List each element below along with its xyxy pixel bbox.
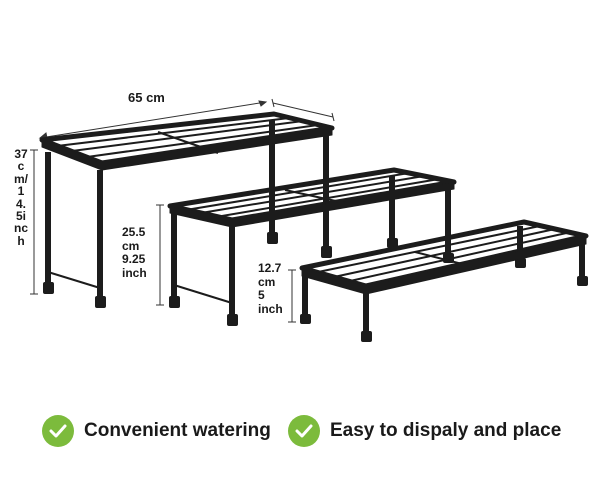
tall-tier [39, 111, 335, 308]
foot [43, 282, 54, 294]
slat [215, 178, 440, 218]
arrow-head [258, 100, 268, 107]
dimension-lines [30, 98, 335, 323]
cross-bar [414, 251, 479, 269]
feature-convenient-watering: Convenient watering [42, 414, 271, 448]
frame-front [365, 235, 587, 295]
check-circle-icon [42, 415, 74, 447]
low-height-label: 12.7 cm 5 inch [258, 261, 296, 316]
width-label: 65 cm [128, 90, 165, 105]
foot [227, 314, 238, 326]
foot [361, 331, 372, 342]
foot [321, 246, 332, 258]
slat [185, 172, 410, 211]
foot [515, 258, 526, 268]
low-height-cm: 12.7 [258, 261, 282, 275]
slat [333, 228, 556, 278]
low-height-cm-unit: cm [258, 274, 276, 289]
mid-height-label: 25.5 cm 9.25 inch [122, 225, 160, 280]
low-height-in-unit: inch [258, 301, 283, 316]
foot [169, 296, 180, 308]
slat [71, 120, 304, 152]
lower-rail [173, 284, 233, 304]
foot [300, 314, 311, 324]
tall-height-label: 37cm/14.5inch [14, 147, 29, 248]
low-height-in: 5 [258, 288, 265, 302]
depth-dimension-line [272, 102, 334, 118]
slat [200, 175, 425, 214]
frame-side [301, 267, 367, 295]
foot [267, 232, 278, 244]
feature-label: Easy to dispaly and place [330, 420, 562, 441]
foot [577, 276, 588, 286]
foot [95, 296, 106, 308]
frame-front [101, 127, 333, 171]
frame-side [169, 205, 233, 228]
slat [349, 231, 572, 282]
cross-bar [284, 189, 346, 204]
width-dimension-line [39, 101, 267, 139]
tick [271, 98, 275, 108]
mid-height-in-unit: inch [122, 265, 147, 280]
low-tier [299, 219, 589, 342]
check-circle-icon [288, 415, 320, 447]
lower-rail [47, 271, 101, 289]
slat [56, 117, 290, 147]
cross-bar [157, 131, 219, 154]
slat [317, 225, 541, 273]
mid-height-cm: 25.5 [122, 225, 146, 239]
foot [387, 238, 398, 248]
mid-height-in: 9.25 [122, 252, 146, 266]
slat [86, 124, 319, 158]
mid-tier [167, 167, 457, 326]
feature-easy-display: Easy to dispaly and place [288, 414, 561, 448]
tick [331, 112, 335, 122]
feature-label: Convenient watering [84, 420, 271, 441]
mid-height-cm-unit: cm [122, 238, 140, 253]
